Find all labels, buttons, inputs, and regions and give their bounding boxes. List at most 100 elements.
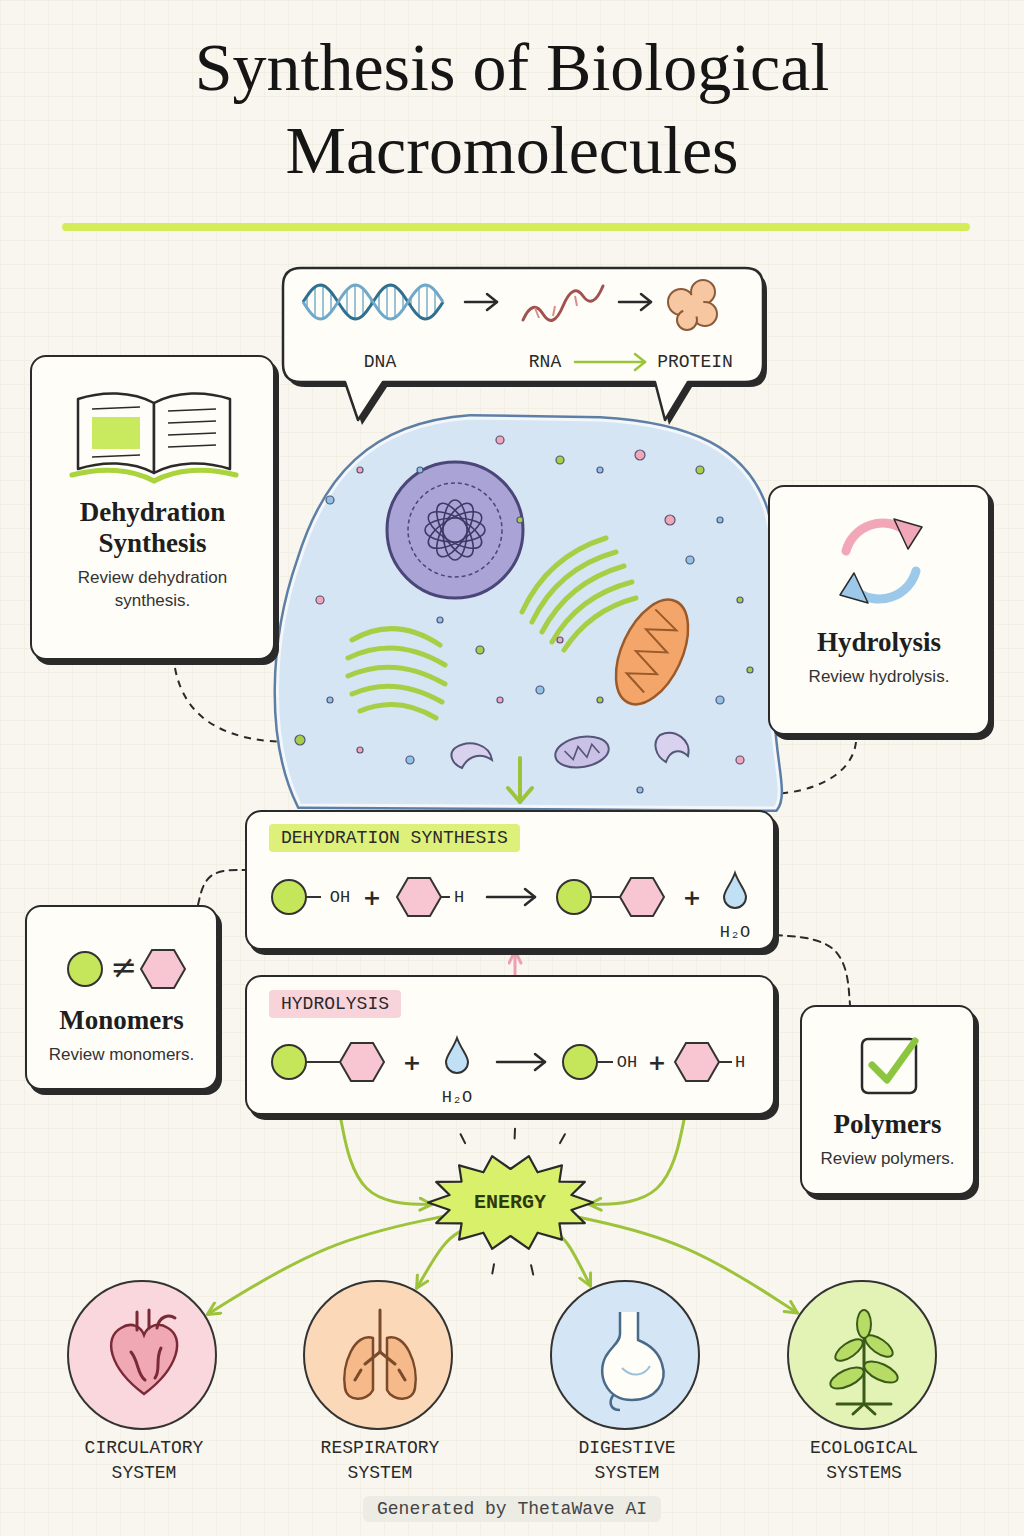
system-circle-art-part-part (136, 1312, 139, 1330)
nucleus-part (408, 483, 502, 577)
reaction-box-art-part (497, 1054, 545, 1070)
endoplasmic-reticulum-part (348, 648, 445, 665)
dashed-connector (775, 935, 850, 1005)
system-circle-art-part-part (837, 1403, 891, 1406)
reaction-box-art-part (272, 880, 306, 914)
reaction-box-art-part (597, 1061, 613, 1063)
endoplasmic-reticulum-part (352, 629, 440, 645)
vesicle-dots-part (737, 597, 743, 603)
mitochondrion-part (553, 733, 611, 772)
cell-arrow (508, 758, 532, 802)
vesicle-part (451, 743, 492, 768)
speech-bubble-art-part (346, 290, 348, 315)
concept-card-art-part (862, 1039, 916, 1093)
vesicle-dots-part (597, 467, 603, 473)
nucleus-part (423, 498, 487, 562)
system-circle: RESPIRATORY SYSTEM (303, 1280, 453, 1430)
reaction-box-art-part (719, 1061, 732, 1063)
reaction-box-art-part (306, 896, 321, 898)
system-circle-art-part-part (832, 1335, 866, 1365)
reaction-box-art-part (441, 896, 450, 898)
system-circle-art-part-part (157, 1316, 175, 1328)
system-label: RESPIRATORY SYSTEM (300, 1436, 460, 1486)
endoplasmic-reticulum-part (352, 686, 442, 702)
cell-arrow-part (508, 788, 532, 802)
vesicle-dots-part (357, 467, 363, 473)
concept-card-art (770, 487, 988, 733)
energy-burst-art-part (531, 1265, 533, 1274)
nucleus (387, 462, 523, 598)
speech-bubble-art-part (287, 273, 767, 425)
concept-card-art-part (92, 417, 140, 449)
vesicle-dots-part (417, 467, 423, 473)
cell-illustration-part (277, 418, 779, 808)
system-circle-art-part (827, 1310, 900, 1393)
speech-bubble-art-part-part (641, 294, 651, 310)
group-label: OH (330, 888, 350, 907)
card-body: Review polymers. (812, 1148, 963, 1171)
system-circle-art-part-part (365, 1352, 380, 1364)
speech-bubble-art-part (303, 285, 443, 319)
system-circle-art-part-part (380, 1352, 395, 1364)
system-circle-art-part-part (344, 1337, 373, 1398)
speech-bubble-art-part (314, 287, 316, 317)
reaction-box-art-part (446, 1038, 468, 1073)
concept-card-art-part (872, 1041, 915, 1080)
card-heading: Polymers (812, 1109, 963, 1140)
reaction-box-art-part (591, 896, 620, 898)
leader-line-part (774, 742, 856, 794)
speech-bubble-art-part (330, 292, 332, 312)
vesicle-dots-part (736, 756, 744, 764)
reaction-box-art-part (272, 1045, 306, 1079)
mitochondrion-part (622, 609, 682, 694)
reaction-box-art-part (397, 878, 441, 916)
reaction-box-art-part (675, 1043, 719, 1081)
vesicle-dots-part (536, 686, 544, 694)
speech-bubble-art-part-part (619, 301, 651, 304)
system-circle-art-part (611, 1394, 620, 1410)
vesicle-dots (295, 436, 753, 793)
vesicle-dots-part (556, 456, 564, 464)
speech-bubble-art-part (465, 294, 497, 310)
dashed-connector (198, 870, 245, 905)
vesicle-dots-part (747, 667, 753, 673)
system-circle-art-part-part (864, 1404, 875, 1414)
reaction-box-art-part (620, 878, 664, 916)
nucleus-part-part (430, 498, 481, 562)
vesicle-dots-part (665, 515, 675, 525)
mitochondrion-part (564, 743, 600, 761)
system-circle-art-part-part (387, 1337, 416, 1398)
speech-bubble-art-part (434, 291, 436, 313)
group-label: OH (617, 1053, 637, 1072)
group-label: H (735, 1053, 745, 1072)
energy-burst-art-part (560, 1134, 565, 1143)
vesicle-dots-part (717, 517, 723, 523)
molecule-label: DNA (364, 352, 396, 372)
system-circle-art-part-part (863, 1332, 866, 1404)
mitochondrion (601, 589, 703, 716)
system-circle-art-part (111, 1325, 177, 1394)
reaction-box-art-part (557, 880, 591, 914)
endoplasmic-reticulum-part (360, 704, 436, 718)
title-underline (62, 223, 970, 231)
speech-bubble-art-part-part (487, 294, 497, 310)
system-circle-art-part-part (857, 1310, 871, 1338)
system-circle-art (69, 1282, 215, 1428)
vesicle-dots-part (357, 747, 363, 753)
concept-card-art-part (68, 952, 102, 986)
speech-bubble-art-part (386, 286, 388, 318)
system-circle-art (552, 1282, 698, 1428)
speech-bubble: DNARNAPROTEIN (283, 268, 763, 382)
golgi-apparatus-part (552, 582, 632, 642)
endoplasmic-reticulum-part (348, 667, 445, 684)
speech-bubble-art-part-part (635, 354, 645, 370)
vesicle-dots-part (517, 517, 523, 523)
plus-sign: + (403, 1050, 421, 1075)
system-circle-art-part-part (379, 1310, 382, 1352)
card-body: Review dehydration synthesis. (46, 567, 259, 613)
system-label: ECOLOGICAL SYSTEMS (784, 1436, 944, 1486)
speech-bubble-art-part (575, 354, 645, 370)
green-arrow (556, 1233, 591, 1286)
reaction-box: HYDROLYSIS+H₂OOH+H (245, 975, 775, 1115)
system-circle-art-part (131, 1310, 175, 1380)
